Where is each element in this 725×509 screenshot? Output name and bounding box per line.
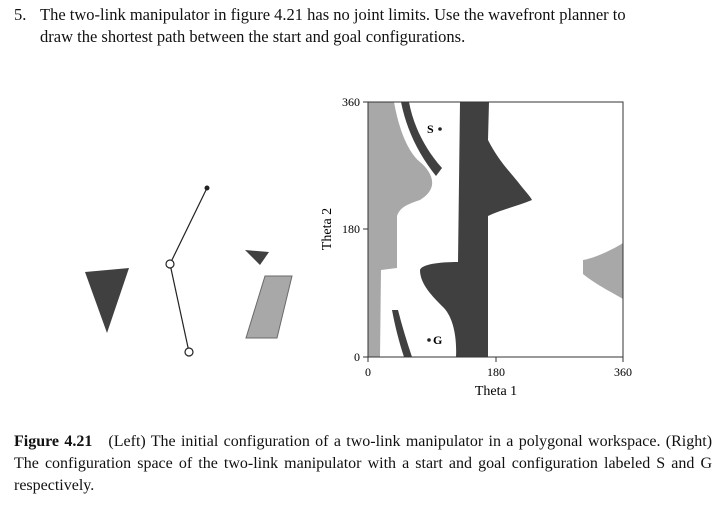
figure-4-21: 0 180 360 Theta 1 360 180 0 Theta 2 S G	[85, 95, 632, 399]
figure-caption: Figure 4.21 (Left) The initial configura…	[14, 431, 712, 497]
cspace-panel: 0 180 360 Theta 1 360 180 0 Theta 2 S G	[320, 95, 632, 399]
y-tick-0: 0	[354, 350, 360, 364]
manipulator-base-joint	[184, 347, 194, 357]
x-tick-360: 360	[614, 365, 632, 379]
problem-statement: 5. The two-link manipulator in figure 4.2…	[14, 4, 714, 48]
caption-label: Figure 4.21	[14, 433, 93, 450]
manipulator-elbow-joint	[165, 259, 175, 269]
cspace-obstacle-dark-arc-top	[401, 102, 442, 176]
cspace-obstacle-dark-arc-bottom	[392, 310, 412, 357]
manipulator-link-1	[169, 263, 190, 353]
start-label: S	[427, 122, 434, 136]
manipulator-link-2	[169, 187, 208, 265]
x-tick-0: 0	[365, 365, 371, 379]
problem-line-2: draw the shortest path between the start…	[40, 27, 466, 46]
problem-line-1: The two-link manipulator in figure 4.21 …	[40, 5, 626, 24]
caption-text: (Left) The initial configuration of a tw…	[14, 433, 713, 494]
y-tick-180: 180	[342, 222, 360, 236]
cspace-obstacle-dark-band	[420, 102, 532, 357]
problem-number: 5.	[14, 5, 27, 24]
manipulator-end-effector	[204, 185, 210, 191]
y-tick-360: 360	[342, 95, 360, 109]
goal-label: G	[433, 333, 442, 347]
cspace-obstacle-light-right	[583, 243, 623, 299]
goal-point	[427, 338, 431, 342]
workspace-obstacle-small-triangle	[245, 250, 269, 265]
x-tick-180: 180	[487, 365, 505, 379]
x-axis-label: Theta 1	[475, 384, 517, 399]
cspace-plot-area	[367, 101, 624, 358]
workspace-obstacle-light-quad	[245, 275, 293, 339]
start-point	[438, 127, 442, 131]
cspace-obstacle-light-left	[368, 102, 433, 357]
y-axis-label: Theta 2	[320, 208, 335, 250]
workspace-panel	[85, 185, 293, 357]
workspace-obstacle-dark-triangle	[85, 268, 129, 333]
